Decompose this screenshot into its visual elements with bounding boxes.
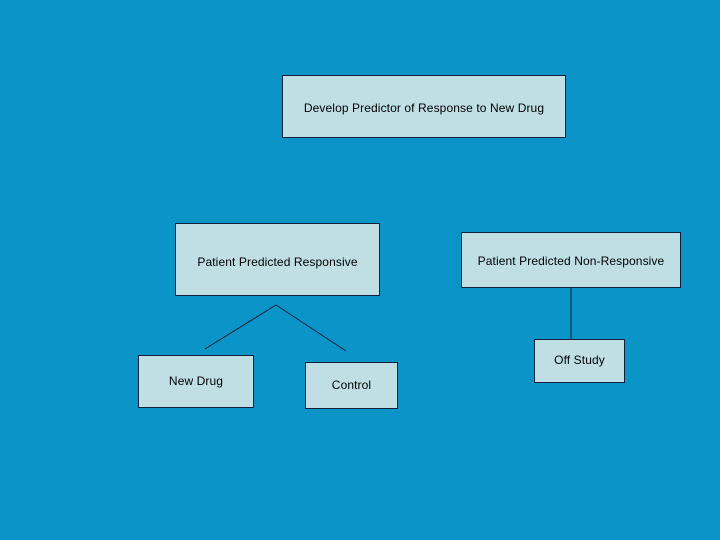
connector-responsive-to-control [275, 304, 347, 352]
node-new-drug-label: New Drug [168, 373, 224, 388]
node-predicted-nonresponsive[interactable]: Patient Predicted Non-Responsive [461, 232, 681, 288]
connector-responsive-to-new-drug [204, 304, 277, 350]
node-predicted-responsive-label: Patient Predicted Responsive [197, 254, 358, 269]
node-develop-predictor-label: Develop Predictor of Response to New Dru… [303, 100, 545, 115]
node-predicted-nonresponsive-label: Patient Predicted Non-Responsive [477, 254, 665, 269]
node-develop-predictor[interactable]: Develop Predictor of Response to New Dru… [282, 75, 566, 138]
node-off-study-label: Off Study [554, 353, 605, 368]
node-off-study[interactable]: Off Study [534, 339, 625, 383]
node-control-label: Control [331, 377, 372, 392]
node-new-drug[interactable]: New Drug [138, 355, 254, 408]
node-control[interactable]: Control [305, 362, 398, 409]
node-predicted-responsive[interactable]: Patient Predicted Responsive [175, 223, 380, 296]
